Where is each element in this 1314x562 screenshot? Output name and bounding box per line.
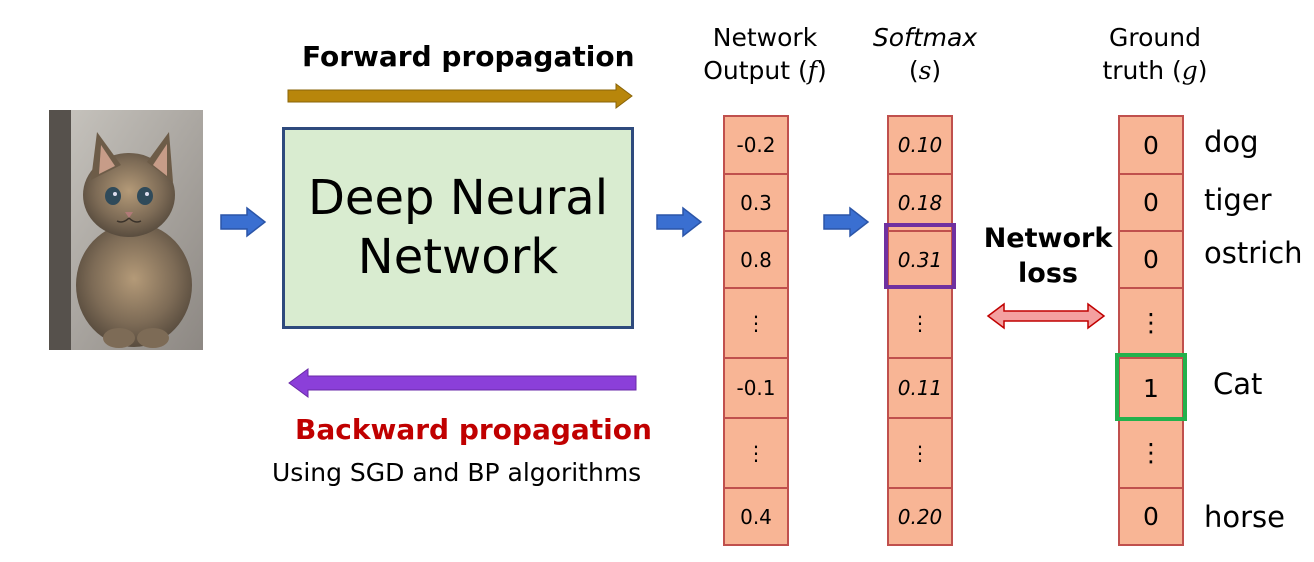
output-cell-ellipsis: ⋮ bbox=[725, 419, 787, 489]
ground-truth-column: 0 0 0 ⋮ 1 ⋮ 0 bbox=[1118, 115, 1184, 546]
backward-propagation-subtitle: Using SGD and BP algorithms bbox=[272, 458, 642, 487]
ground-truth-highlight-box bbox=[1115, 353, 1187, 421]
ground-truth-cell-ellipsis: ⋮ bbox=[1120, 289, 1182, 359]
softmax-column: 0.10 0.18 0.31 ⋮ 0.11 ⋮ 0.20 bbox=[887, 115, 953, 546]
output-cell: -0.2 bbox=[725, 117, 787, 175]
ground-truth-cell: 0 bbox=[1120, 117, 1182, 175]
dnn-title-line2: Network bbox=[357, 229, 559, 285]
ground-truth-header-line2: truth (g) bbox=[1102, 55, 1208, 85]
backward-arrow-icon bbox=[288, 368, 637, 398]
class-label-horse: horse bbox=[1204, 500, 1285, 534]
cat-image bbox=[49, 110, 203, 350]
class-label-ostrich: ostrich bbox=[1204, 236, 1303, 270]
network-output-header-line2: Output (f) bbox=[703, 55, 827, 85]
network-output-header: Network Output (f) bbox=[680, 22, 850, 87]
output-cell: 0.4 bbox=[725, 489, 787, 546]
network-output-column: -0.2 0.3 0.8 ⋮ -0.1 ⋮ 0.4 bbox=[723, 115, 789, 546]
output-cell-ellipsis: ⋮ bbox=[725, 289, 787, 359]
softmax-cell: 0.18 bbox=[889, 175, 951, 232]
network-loss-label: Network loss bbox=[978, 221, 1118, 291]
flow-arrow-icon bbox=[220, 206, 267, 238]
ground-truth-cell-ellipsis: ⋮ bbox=[1120, 419, 1182, 489]
loss-double-arrow-icon bbox=[986, 302, 1106, 330]
dnn-title-line1: Deep Neural bbox=[307, 170, 609, 227]
flow-arrow-icon bbox=[656, 206, 703, 238]
ground-truth-header-line1: Ground bbox=[1109, 23, 1201, 52]
softmax-cell-ellipsis: ⋮ bbox=[889, 419, 951, 489]
softmax-header: Softmax (s) bbox=[855, 22, 995, 87]
softmax-header-line1: Softmax bbox=[872, 23, 978, 52]
output-cell: 0.3 bbox=[725, 175, 787, 232]
backward-propagation-label: Backward propagation bbox=[295, 413, 652, 446]
softmax-cell-ellipsis: ⋮ bbox=[889, 289, 951, 359]
output-cell: 0.8 bbox=[725, 232, 787, 289]
ground-truth-cell: 0 bbox=[1120, 175, 1182, 232]
ground-truth-cell: 0 bbox=[1120, 232, 1182, 289]
class-label-tiger: tiger bbox=[1204, 183, 1272, 217]
softmax-header-line2: (s) bbox=[908, 55, 942, 85]
softmax-cell: 0.11 bbox=[889, 359, 951, 419]
softmax-cell: 0.20 bbox=[889, 489, 951, 546]
class-label-cat: Cat bbox=[1213, 367, 1263, 401]
network-output-header-line1: Network bbox=[712, 23, 818, 52]
output-cell: -0.1 bbox=[725, 359, 787, 419]
class-label-dog: dog bbox=[1204, 125, 1259, 159]
network-loss-line2: loss bbox=[1018, 258, 1078, 290]
network-loss-line1: Network bbox=[983, 223, 1113, 254]
softmax-highlight-box bbox=[884, 223, 956, 289]
flow-arrow-icon bbox=[823, 206, 870, 238]
ground-truth-cell: 0 bbox=[1120, 489, 1182, 546]
forward-arrow-icon bbox=[287, 83, 633, 109]
ground-truth-header: Ground truth (g) bbox=[1075, 22, 1235, 87]
forward-propagation-label: Forward propagation bbox=[302, 40, 635, 73]
deep-neural-network-box: Deep Neural Network bbox=[282, 127, 634, 329]
softmax-cell: 0.10 bbox=[889, 117, 951, 175]
